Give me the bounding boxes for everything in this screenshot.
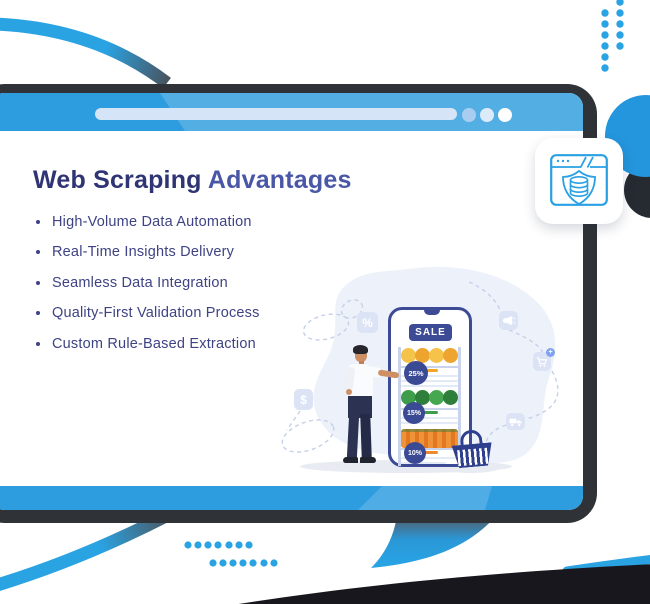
bottom-right-dark-corner bbox=[238, 564, 650, 604]
window-control-dot bbox=[480, 108, 494, 122]
top-left-arc bbox=[0, 17, 171, 89]
browser-window bbox=[0, 93, 583, 510]
browser-bottombar bbox=[0, 486, 583, 510]
bottom-left-arc bbox=[0, 509, 171, 591]
corner-icon-card bbox=[535, 138, 623, 224]
bottom-swoosh bbox=[371, 516, 496, 568]
browser-frame bbox=[0, 84, 597, 523]
bottom-dots bbox=[184, 541, 278, 567]
bottombar-gloss bbox=[358, 486, 492, 510]
window-control-dot bbox=[462, 108, 476, 122]
address-bar bbox=[95, 108, 457, 120]
window-controls bbox=[462, 108, 512, 122]
window-control-dot bbox=[498, 108, 512, 122]
top-right-dots bbox=[601, 0, 624, 72]
secure-data-browser-icon bbox=[550, 154, 608, 206]
browser-titlebar bbox=[0, 93, 583, 131]
